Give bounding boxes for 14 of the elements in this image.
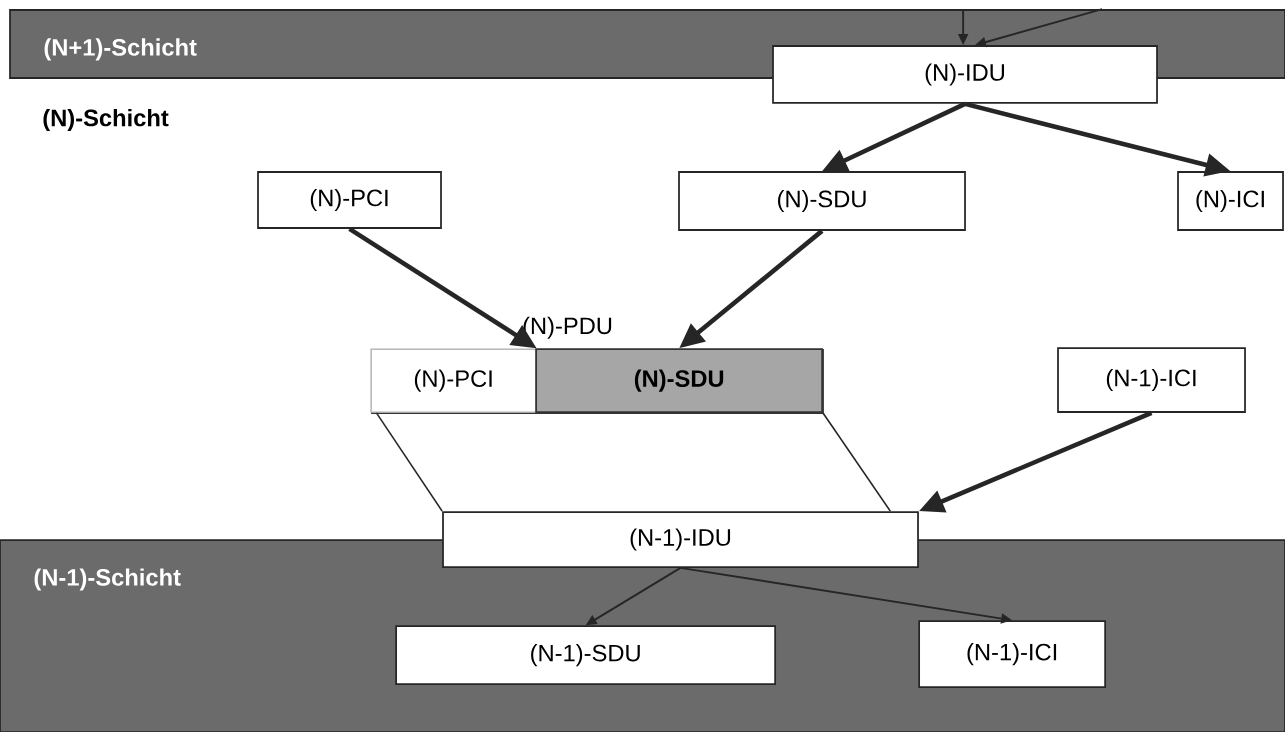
unit-box: (N-1)-SDU xyxy=(395,625,776,685)
unit-box: (N)-SDU xyxy=(678,171,966,231)
unit-box: (N-1)-ICI xyxy=(1057,347,1246,413)
unit-box: (N)-PCI xyxy=(257,171,442,229)
connector-line xyxy=(822,412,892,512)
unit-box: (N-1)-IDU xyxy=(442,511,919,568)
layer-label: (N)-Schicht xyxy=(43,108,169,132)
data-field: (N)-SDU xyxy=(535,348,823,413)
unit-box: (N)-ICI xyxy=(1177,171,1284,231)
header-field: (N)-PCI xyxy=(370,348,537,413)
connector-line xyxy=(375,412,443,512)
unit-box: (N)-IDU xyxy=(772,45,1158,104)
node-label: (N)-PDU xyxy=(523,316,612,339)
unit-box: (N-1)-ICI xyxy=(918,620,1107,688)
